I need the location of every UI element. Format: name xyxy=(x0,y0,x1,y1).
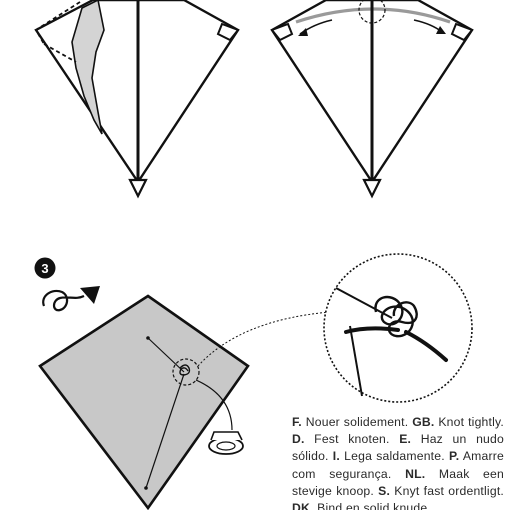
lang-instruction: Knot tightly. xyxy=(434,415,504,429)
lang-instruction: Nouer solidement. xyxy=(301,415,413,429)
string-tail-left xyxy=(344,326,400,334)
line-to-handle xyxy=(195,379,233,431)
lang-code: P. xyxy=(449,449,460,464)
zoom-leader-line xyxy=(197,311,331,367)
bend-arrowhead-right xyxy=(436,26,446,34)
bridle-point-lower xyxy=(144,486,148,490)
folded-flap xyxy=(71,0,105,135)
lang-instruction: Lega saldamente. xyxy=(339,449,449,464)
lang-instruction: Haz un nudo sólido. xyxy=(292,432,504,464)
knot-zoom-detail xyxy=(323,253,473,403)
large-knot xyxy=(374,295,418,338)
knot-highlight-small xyxy=(172,358,200,386)
lang-code: S. xyxy=(378,483,391,498)
small-knot xyxy=(179,364,191,376)
instruction-text: F. Nouer solidement. GB. Knot tightly. D… xyxy=(292,414,504,510)
lang-code: GB. xyxy=(412,415,435,429)
string-winder-icon xyxy=(208,431,244,455)
lang-instruction: Fest knoten. xyxy=(304,432,400,447)
lang-instruction: Bind en solid knude. xyxy=(313,501,431,510)
lang-instruction: Knyt fast ordentligt. xyxy=(390,483,504,498)
step-3-badge: 3 xyxy=(34,257,56,279)
step-number: 3 xyxy=(41,261,48,276)
lang-instruction: Maak een stevige knoop. xyxy=(292,466,504,498)
bend-arrowhead-left xyxy=(298,28,308,36)
corner-pocket-right-a xyxy=(270,22,294,42)
lang-code: NL. xyxy=(405,466,426,481)
lang-code: D. xyxy=(292,432,305,447)
spine-tip-left xyxy=(128,178,148,199)
corner-pocket-left xyxy=(216,22,240,42)
bridle-line-lower xyxy=(145,373,185,489)
spine-line-zoom xyxy=(349,325,363,397)
fold-dashed-guide xyxy=(34,1,81,45)
lang-code: I. xyxy=(332,449,340,464)
lang-code: DK. xyxy=(292,501,314,510)
spine-tip-right xyxy=(362,178,382,199)
kite-body xyxy=(38,294,250,510)
spar-step-diagram xyxy=(270,0,474,199)
string-tail-right xyxy=(404,330,448,362)
wind-swirl-icon xyxy=(42,286,100,312)
lang-code: E. xyxy=(399,432,412,447)
bridle-line-upper xyxy=(147,337,185,373)
fold-step-diagram xyxy=(34,0,240,199)
lang-instruction: Amarre com segurança. xyxy=(292,449,504,481)
kite-tie-diagram xyxy=(38,294,331,510)
corner-pocket-right-b xyxy=(450,22,474,42)
lang-code: F. xyxy=(292,415,302,429)
bridle-point-upper xyxy=(146,336,150,340)
fold-dashed-guide-2 xyxy=(43,43,77,63)
